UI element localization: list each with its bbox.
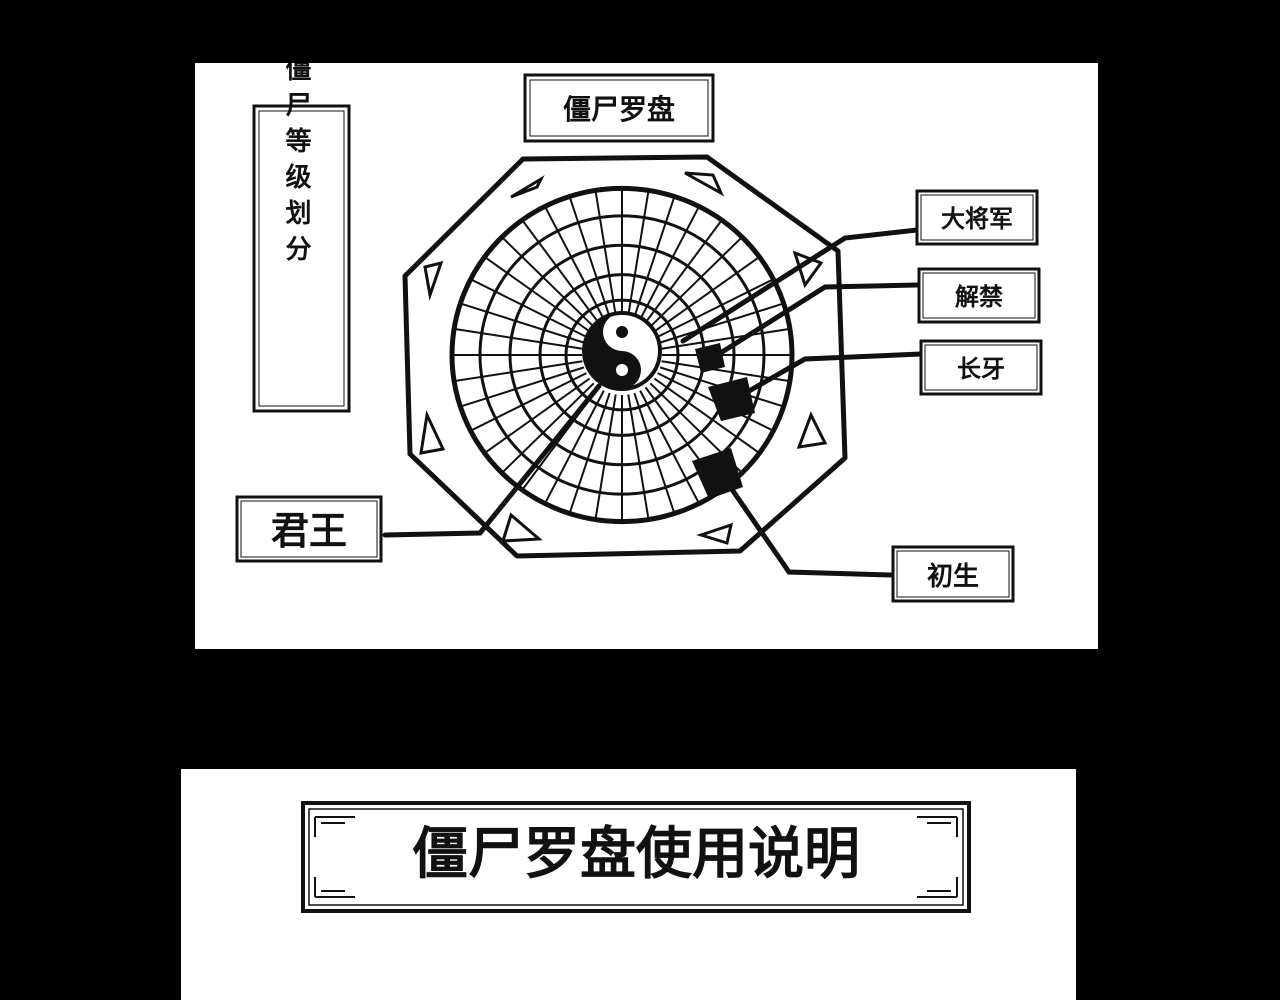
compass-spoke xyxy=(483,377,591,454)
compass-spoke xyxy=(453,327,583,350)
compass-spoke xyxy=(639,390,701,505)
ring-marker-fang xyxy=(708,377,755,421)
compass-spoke xyxy=(627,189,650,316)
compass-spoke xyxy=(470,372,587,432)
label-general-text: 大将军 xyxy=(941,205,1013,233)
compass-spoke xyxy=(543,390,605,505)
compass-spoke xyxy=(543,205,605,320)
instructions-title-banner: 僵尸罗盘使用说明 xyxy=(301,801,971,913)
compass-spoke xyxy=(639,205,701,320)
compass-spoke xyxy=(470,278,587,338)
compass-spoke xyxy=(594,394,617,521)
compass-diagram-panel: 僵尸罗盘 僵尸等级划分 xyxy=(195,63,1098,649)
side-title: 僵尸等级划分 xyxy=(281,63,311,271)
label-newborn: 初生 xyxy=(891,545,1015,603)
diagram-title-box: 僵尸罗盘 xyxy=(523,73,715,143)
compass-spoke xyxy=(521,219,600,324)
leader-line-fang xyxy=(732,351,924,402)
leader-line-general xyxy=(680,227,920,344)
side-title-box: 僵尸等级划分 xyxy=(252,63,351,413)
compass-spoke xyxy=(594,189,617,316)
leader-line-king xyxy=(382,383,602,538)
label-general: 大将军 xyxy=(915,189,1039,246)
compass-spoke xyxy=(501,236,595,328)
leader-lines xyxy=(382,227,924,578)
compass-spoke xyxy=(627,394,650,521)
compass-spoke xyxy=(460,366,585,408)
diagram-title: 僵尸罗盘 xyxy=(563,93,675,126)
corner-ornament-icon xyxy=(314,816,958,898)
instructions-panel: 僵尸罗盘使用说明 xyxy=(181,769,1076,1000)
yin-yang-icon xyxy=(582,311,662,391)
compass-spoke xyxy=(568,392,611,515)
compass-spoke xyxy=(659,302,784,344)
compass-spoke xyxy=(453,360,583,383)
compass-diagram: 僵尸罗盘 僵尸等级划分 xyxy=(235,63,1043,603)
instructions-title: 僵尸罗盘使用说明 xyxy=(412,822,860,887)
compass-spoke xyxy=(653,377,761,454)
label-unban-text: 解禁 xyxy=(955,283,1003,311)
compass-spoke xyxy=(460,302,585,344)
compass-spoke xyxy=(644,219,723,324)
compass-spoke xyxy=(483,256,591,333)
compass-spoke xyxy=(657,278,774,338)
label-king: 君王 xyxy=(235,495,383,563)
label-unban: 解禁 xyxy=(917,267,1041,324)
compass-spoke xyxy=(501,382,595,474)
compass-spoke xyxy=(568,195,611,318)
leader-line-newborn xyxy=(719,472,894,578)
compass-spoke xyxy=(653,256,761,333)
compass-spoke xyxy=(661,327,791,350)
triangle-marker-icon xyxy=(419,171,828,545)
compass-spoke xyxy=(633,392,676,515)
label-newborn-text: 初生 xyxy=(927,562,979,592)
compass-spoke xyxy=(649,236,743,328)
compass-spoke xyxy=(633,195,676,318)
leader-line-unban xyxy=(708,282,920,362)
label-fang: 长牙 xyxy=(919,339,1043,396)
label-king-text: 君王 xyxy=(271,509,347,553)
label-fang-text: 长牙 xyxy=(957,355,1005,383)
